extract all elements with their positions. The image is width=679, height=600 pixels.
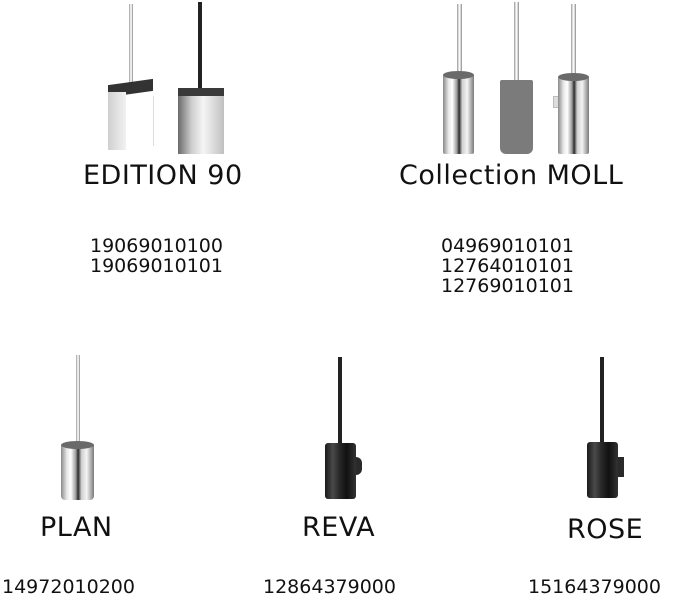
cylinder-holder-gray	[500, 80, 533, 154]
product-code: 12764010101	[441, 255, 574, 277]
cylinder-holder-chrome	[61, 444, 94, 500]
product-title: Collection MOLL	[399, 160, 624, 191]
square-holder-white	[108, 78, 154, 150]
product-codes: 04969010101 12764010101 12769010101	[441, 236, 574, 296]
product-code: 19069010101	[90, 255, 223, 277]
cylinder-holder-black	[325, 443, 356, 499]
brush-handle	[600, 357, 604, 445]
product-code: 19069010100	[90, 235, 223, 257]
cylinder-holder-chrome	[558, 76, 589, 154]
brush-handle	[457, 4, 462, 76]
product-title: PLAN	[40, 512, 113, 543]
brush-handle	[514, 2, 519, 82]
cylinder-holder-chrome	[443, 74, 474, 154]
square-holder-chrome	[178, 88, 224, 154]
product-code: 15164379000	[528, 576, 661, 598]
product-code: 12864379000	[263, 576, 396, 598]
brush-handle	[198, 2, 202, 92]
product-title: REVA	[302, 512, 376, 543]
holder-lid	[443, 71, 474, 79]
brush-handle	[129, 4, 133, 88]
product-code: 12769010101	[441, 275, 574, 297]
product-title: EDITION 90	[83, 160, 243, 191]
product-codes: 15164379000	[528, 577, 661, 597]
wall-mount-bracket	[354, 457, 362, 475]
wall-mount-bracket	[616, 457, 624, 477]
holder-lid	[558, 73, 589, 81]
product-code: 04969010101	[441, 235, 574, 257]
brush-handle	[76, 355, 80, 445]
product-codes: 12864379000	[263, 577, 396, 597]
product-title: ROSE	[567, 514, 644, 545]
brush-handle	[571, 4, 576, 76]
cylinder-holder-black	[587, 442, 618, 498]
product-codes: 19069010100 19069010101	[90, 236, 223, 276]
product-codes: 14972010200	[2, 577, 135, 597]
product-code: 14972010200	[2, 576, 135, 598]
brush-handle	[338, 357, 342, 445]
holder-lid	[61, 441, 94, 449]
